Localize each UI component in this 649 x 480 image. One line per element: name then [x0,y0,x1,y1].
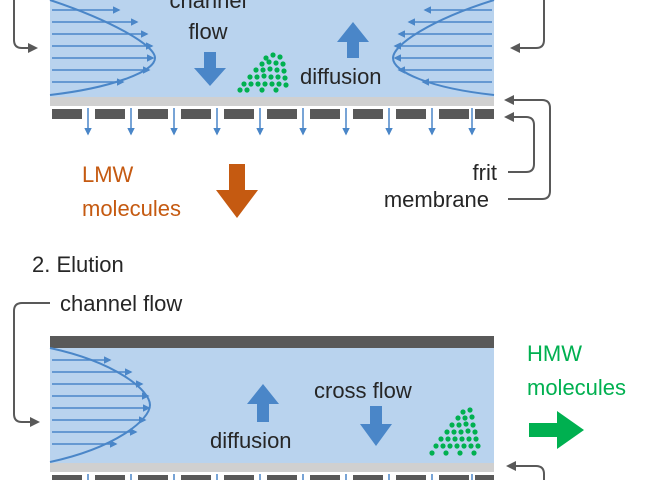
loading-channel-flow-label-1: channel [169,0,246,13]
loading-particle-cluster [237,52,289,93]
elution-cross-flow-label: cross flow [314,378,412,403]
loading-left-inlet-connector [13,0,38,53]
loading-permeate-arrows [84,108,476,136]
loading-frit-layer [50,97,494,106]
loading-membrane-label: membrane [384,187,489,212]
elution-inlet-connector [13,302,50,427]
elution-flow-profile [49,347,152,463]
lmw-label-2: molecules [82,196,181,221]
elution-heading: 2. Elution [32,252,124,277]
lmw-label-1: LMW [82,162,134,187]
elution-frit-connector [506,461,545,480]
loading-diffusion-label: diffusion [300,64,382,89]
loading-right-flow-profile [391,0,495,96]
elution-membrane [52,475,494,480]
loading-frit-label: frit [473,160,497,185]
elution-diffusion-label: diffusion [210,428,292,453]
elution-channel [50,348,494,463]
elution-top-wall [50,336,494,348]
loading-membrane-connector [504,95,551,200]
elution-panel: 2. Elution channel flow diffusion c [13,252,626,480]
loading-left-flow-profile [49,0,157,96]
hmw-label-1: HMW [527,341,582,366]
loading-panel: channel flow diffusion [13,0,551,221]
loading-right-inlet-connector [510,0,545,53]
elution-frit-layer [50,463,494,472]
elution-channel-flow-label: channel flow [60,291,182,316]
loading-frit-connector [504,112,535,173]
elution-diffusion-up-arrow [247,384,279,422]
elution-particle-cluster [429,407,481,456]
elution-cross-flow-down-arrow [360,406,392,446]
hmw-right-arrow [529,411,584,449]
loading-membrane [52,109,494,119]
loading-down-arrow [194,52,226,86]
lmw-down-arrow [216,164,258,218]
hmw-label-2: molecules [527,375,626,400]
loading-channel-flow-label-2: flow [188,19,227,44]
loading-diffusion-up-arrow [337,22,369,58]
